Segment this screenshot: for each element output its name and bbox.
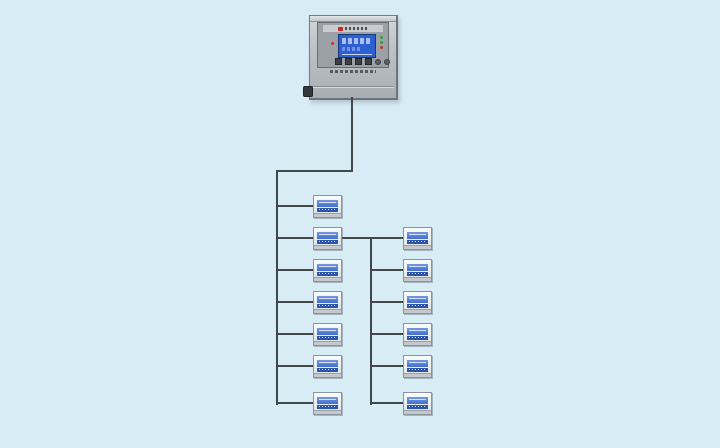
device-display xyxy=(407,264,428,271)
device-display xyxy=(407,397,428,404)
left-stub-wire xyxy=(276,333,315,335)
device-stripe xyxy=(317,368,338,372)
device-display xyxy=(407,232,428,239)
detector-device xyxy=(313,259,342,282)
status-leds xyxy=(380,36,383,49)
run-led xyxy=(380,41,383,44)
device-display xyxy=(407,328,428,335)
device-display xyxy=(317,264,338,271)
controller-brand-row xyxy=(322,24,384,33)
device-stripe xyxy=(317,208,338,212)
detector-device xyxy=(403,227,432,250)
left-stub-wire xyxy=(276,301,315,303)
left-stub-wire xyxy=(276,402,315,404)
device-display xyxy=(407,360,428,367)
left-stub-wire xyxy=(276,365,315,367)
detector-device xyxy=(403,259,432,282)
detector-device xyxy=(313,291,342,314)
detector-device xyxy=(313,355,342,378)
device-base xyxy=(404,245,431,249)
device-display xyxy=(407,296,428,303)
controller-top-cap xyxy=(310,16,396,22)
device-base xyxy=(404,410,431,414)
keypad-button xyxy=(355,58,362,65)
right-stub-wire xyxy=(370,402,405,404)
left-stub-wire xyxy=(276,237,315,239)
device-stripe xyxy=(317,272,338,276)
fault-led xyxy=(380,46,383,49)
device-display xyxy=(317,200,338,207)
device-stripe xyxy=(407,405,428,409)
device-stripe xyxy=(317,240,338,244)
alarm-led xyxy=(331,42,334,45)
right-stub-wire xyxy=(370,333,405,335)
device-base xyxy=(314,309,341,313)
right-stub-wire xyxy=(370,237,405,239)
device-base xyxy=(314,410,341,414)
device-base xyxy=(314,373,341,377)
right-stub-wire xyxy=(370,365,405,367)
door-seam xyxy=(312,86,394,87)
keypad-button xyxy=(365,58,372,65)
device-display xyxy=(317,360,338,367)
cable-gland xyxy=(303,86,313,97)
device-stripe xyxy=(317,405,338,409)
device-base xyxy=(404,277,431,281)
right-bus-wire xyxy=(370,238,372,405)
brand-logo-icon xyxy=(337,26,343,31)
device-stripe xyxy=(407,368,428,372)
detector-device xyxy=(313,195,342,218)
controller-front-panel xyxy=(317,22,390,68)
right-stub-wire xyxy=(370,269,405,271)
detector-device xyxy=(313,227,342,250)
detector-device xyxy=(403,291,432,314)
round-button xyxy=(384,58,390,65)
device-display xyxy=(317,397,338,404)
keypad-button xyxy=(335,58,342,65)
keypad-button xyxy=(345,58,352,65)
device-display xyxy=(317,328,338,335)
brand-text xyxy=(344,27,369,30)
lcd-status-row xyxy=(342,47,362,51)
left-stub-wire xyxy=(276,205,315,207)
device-base xyxy=(314,277,341,281)
device-stripe xyxy=(407,304,428,308)
detector-device xyxy=(403,323,432,346)
device-stripe xyxy=(407,272,428,276)
device-base xyxy=(404,309,431,313)
header-wire xyxy=(276,170,353,172)
detector-device xyxy=(313,392,342,415)
device-stripe xyxy=(407,240,428,244)
left-bus-wire xyxy=(276,170,278,405)
detector-device xyxy=(403,355,432,378)
controller-unit xyxy=(303,15,398,100)
device-display xyxy=(317,232,338,239)
device-base xyxy=(314,245,341,249)
model-text xyxy=(330,70,376,73)
detector-device xyxy=(403,392,432,415)
device-stripe xyxy=(317,336,338,340)
round-button xyxy=(375,58,381,65)
left-stub-wire xyxy=(276,269,315,271)
power-led xyxy=(380,36,383,39)
device-base xyxy=(404,341,431,345)
device-base xyxy=(404,373,431,377)
device-base xyxy=(314,341,341,345)
detector-device xyxy=(313,323,342,346)
device-stripe xyxy=(317,304,338,308)
device-stripe xyxy=(407,336,428,340)
right-stub-wire xyxy=(370,301,405,303)
device-base xyxy=(314,213,341,217)
keypad-buttons xyxy=(335,58,390,65)
device-display xyxy=(317,296,338,303)
lcd-digits-row xyxy=(342,38,372,44)
feed-wire xyxy=(351,97,353,172)
lcd-display xyxy=(338,34,376,58)
